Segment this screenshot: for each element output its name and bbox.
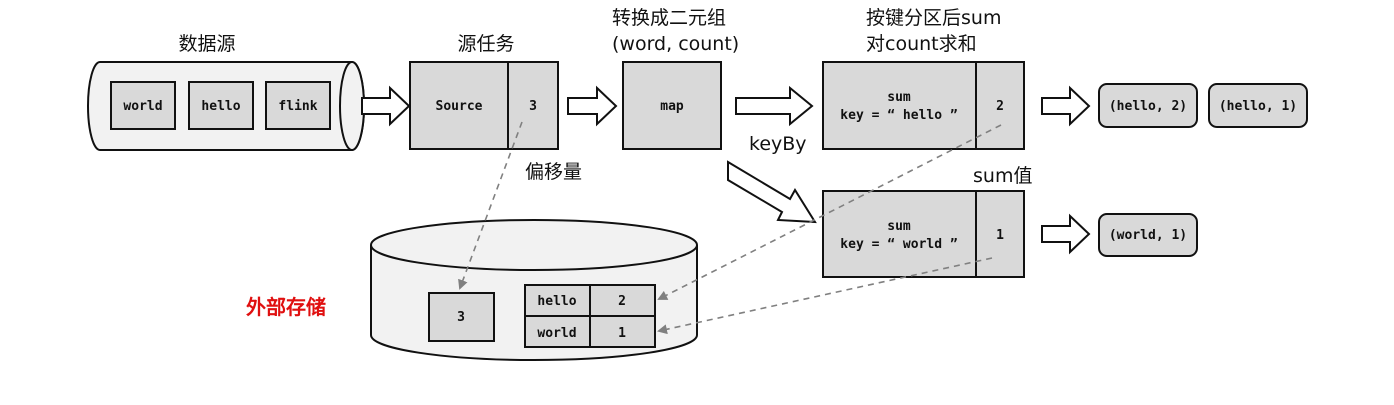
flow-arrow [735,85,814,127]
sum-label: 按键分区后sum [866,7,1001,29]
keyby-arrow [727,160,817,224]
sum-state-box [975,61,1025,150]
data-source-label: 数据源 [178,33,235,55]
offset-label: 偏移量 [525,161,582,183]
source-word: flink [278,99,317,114]
flow-arrow [1041,213,1091,255]
state-table-count: 1 [618,326,626,341]
state-table-key-cell [524,284,591,317]
checkpoint-offset-line [458,121,523,290]
sum-task-box [822,190,977,278]
source-word-box [110,81,176,130]
state-table-key-cell [524,315,591,348]
state-table-count: 2 [618,294,626,309]
flow-arrow [361,85,411,127]
sum-task-key: key = “ hello ” [840,108,957,123]
sum-state-value: 1 [996,228,1004,243]
checkpoint-world-line [657,257,993,335]
sum-state-box [975,190,1025,278]
sum-task-name: sum [887,219,911,234]
transform-tuple-label: (word, count) [612,33,739,55]
source-task-name: Source [436,99,483,114]
keyby-label: keyBy [749,133,807,155]
source-task-label: 源任务 [457,33,514,55]
sum-count-label: 对count求和 [866,33,977,55]
transform-label: 转换成二元组 [612,7,726,29]
source-word: hello [201,99,240,114]
source-word: world [123,99,162,114]
sum-task-box [822,61,977,150]
stored-offset-value: 3 [457,310,465,325]
external-storage-label: 外部存储 [246,295,326,319]
sum-state-value: 2 [996,99,1004,114]
state-table-value-cell [589,315,656,348]
output-result-box [1098,83,1198,128]
source-word-box [265,81,331,130]
state-table-word: hello [537,294,576,309]
flow-arrow [567,85,618,127]
flow-arrow [1041,85,1091,127]
sum-task-name: sum [887,90,911,105]
source-offset-value: 3 [529,99,537,114]
source-word-box [188,81,254,130]
source-task-box [409,61,509,150]
state-table-value-cell [589,284,656,317]
source-offset-box [507,61,559,150]
output-result: (hello, 2) [1109,99,1187,114]
state-table-word: world [537,326,576,341]
output-result: (world, 1) [1109,228,1187,243]
map-task-name: map [660,99,684,114]
output-result: (hello, 1) [1219,99,1297,114]
sum-value-label: sum值 [973,165,1032,187]
stored-offset-box [428,292,495,342]
sum-task-key: key = “ world ” [840,237,957,252]
output-result-box [1098,213,1198,257]
checkpoint-hello-line [657,124,1002,300]
map-task-box [622,61,722,150]
output-result-box [1208,83,1308,128]
